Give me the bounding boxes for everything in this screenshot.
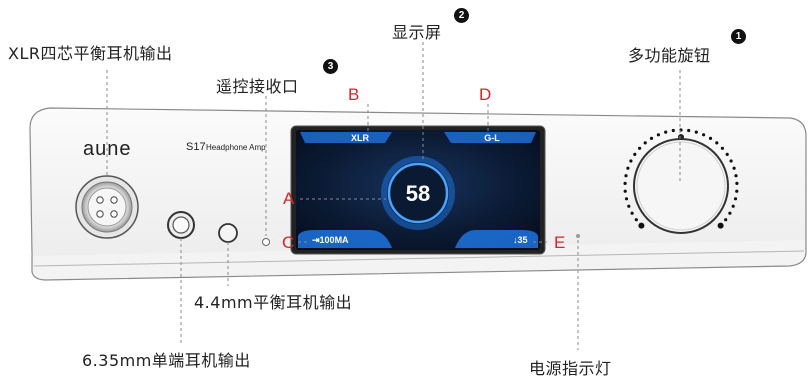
screen-level: ↓35 <box>513 235 528 245</box>
knob-dot <box>629 159 633 163</box>
knob-dot <box>733 197 738 201</box>
knob-dot <box>671 128 675 133</box>
knob-dot <box>623 181 627 185</box>
screen-source: XLR <box>351 133 369 143</box>
knob-dot <box>633 152 637 156</box>
knob-dot <box>725 152 729 156</box>
xlr-jack <box>75 175 139 239</box>
knob-dot <box>708 136 713 140</box>
knob-dot <box>626 166 630 170</box>
multifunction-knob <box>623 128 739 234</box>
knob-dots <box>623 128 739 229</box>
knob-dot <box>729 159 733 163</box>
screen-volume: 58 <box>405 181 431 206</box>
screen-gain: G-L <box>484 133 500 143</box>
screen-level-value: 35 <box>517 235 528 245</box>
brand-logo: aune <box>83 138 132 160</box>
knob-dot <box>720 146 725 150</box>
leader-lines <box>106 42 681 350</box>
knob-dot <box>624 197 629 201</box>
label-xlr-output: XLR四芯平衡耳机输出 <box>8 44 173 63</box>
letter-a: A <box>283 189 295 208</box>
screen-current: ⇥100MA <box>312 235 349 246</box>
model-number: S17 <box>186 141 206 153</box>
knob-dot <box>735 181 739 185</box>
knob-dot <box>702 133 706 137</box>
marker-3: 3 <box>323 59 338 74</box>
knob-dot <box>630 211 634 215</box>
label-power-led: 电源指示灯 <box>529 359 612 378</box>
knob-dot <box>638 222 645 229</box>
jack-4-4mm <box>218 223 238 243</box>
knob-dot <box>643 141 647 145</box>
knob-dot <box>656 133 661 137</box>
model-subtitle: Headphone Amp <box>206 143 266 152</box>
knob-dot <box>623 189 627 193</box>
knob-dot <box>724 218 728 222</box>
letter-c: C <box>282 233 295 252</box>
marker-2: 2 <box>454 8 469 23</box>
power-led-dot <box>576 234 580 238</box>
letter-b: B <box>348 85 360 104</box>
knob-dot <box>664 130 668 134</box>
screen-current-value: 100MA <box>319 235 349 245</box>
knob-dot <box>649 136 654 140</box>
display-screen <box>290 125 546 255</box>
ir-receiver-dot <box>262 238 270 246</box>
knob-dot <box>734 174 738 178</box>
knob-dot <box>732 166 736 170</box>
letter-e: E <box>554 233 566 252</box>
knob-dot <box>634 218 638 222</box>
current-arrow-icon: ⇥ <box>312 235 320 245</box>
knob-dot <box>694 130 698 134</box>
label-4-4mm-output: 4.4mm平衡耳机输出 <box>194 293 353 312</box>
label-6-35mm-output: 6.35mm单端耳机输出 <box>82 351 251 370</box>
label-ir-receiver: 遥控接收口 <box>216 77 299 96</box>
label-knob: 多功能旋钮 <box>628 46 711 65</box>
letter-d: D <box>479 85 492 104</box>
level-down-icon: ↓ <box>513 235 518 245</box>
label-display: 显示屏 <box>392 23 442 42</box>
knob-dot <box>735 189 739 193</box>
knob-dot <box>627 204 631 208</box>
knob-dot <box>624 174 628 178</box>
knob-dot <box>728 211 732 215</box>
knob-dot <box>715 141 719 145</box>
marker-1: 1 <box>731 29 746 44</box>
knob-dot <box>717 222 724 229</box>
knob-dot <box>731 204 735 208</box>
jack-6-35mm <box>167 211 195 239</box>
knob-dot <box>638 146 642 150</box>
knob-dot <box>687 128 691 133</box>
